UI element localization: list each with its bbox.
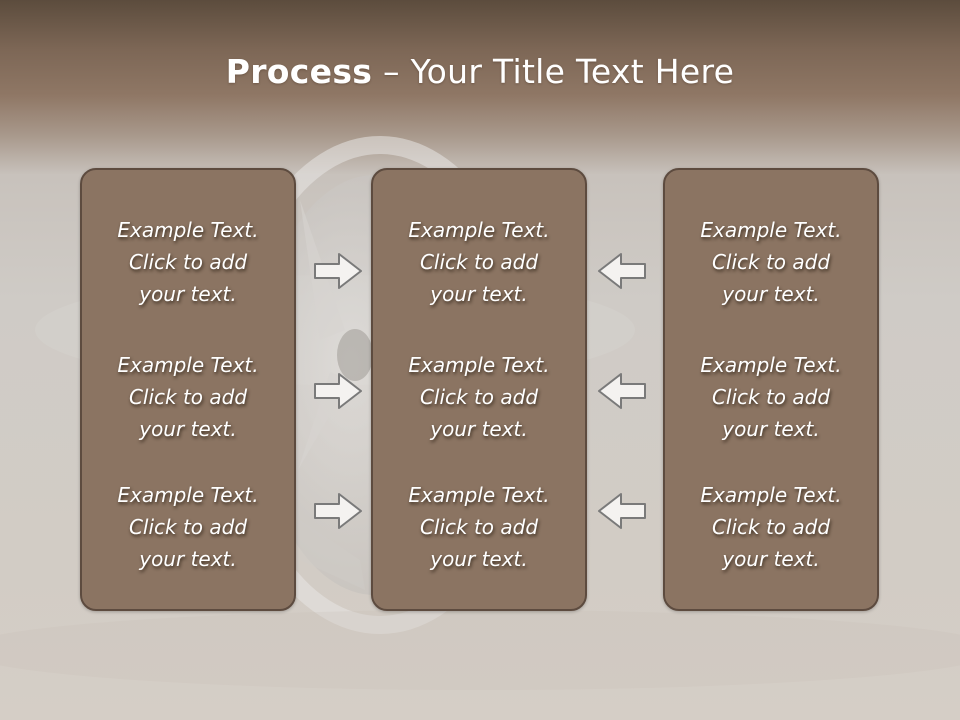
placeholder-line: your text. [430, 547, 528, 571]
text-placeholder[interactable]: Example Text. Click to add your text. [82, 214, 294, 310]
arrow-left-icon [598, 373, 646, 409]
slide-title: Process – Your Title Text Here [0, 52, 960, 91]
title-bold: Process [225, 52, 373, 91]
placeholder-line: Click to add [419, 250, 539, 274]
text-placeholder[interactable]: Example Text. Click to add your text. [373, 479, 585, 575]
text-placeholder[interactable]: Example Text. Click to add your text. [82, 349, 294, 445]
text-placeholder[interactable]: Example Text. Click to add your text. [82, 479, 294, 575]
placeholder-line: Example Text. [700, 483, 842, 507]
arrow-right-icon [314, 253, 362, 289]
process-box-left: Example Text. Click to add your text. Ex… [80, 168, 296, 611]
text-placeholder[interactable]: Example Text. Click to add your text. [373, 349, 585, 445]
placeholder-line: your text. [430, 282, 528, 306]
process-box-right: Example Text. Click to add your text. Ex… [663, 168, 879, 611]
placeholder-line: your text. [722, 547, 820, 571]
placeholder-line: Example Text. [700, 218, 842, 242]
arrow-left-icon [598, 493, 646, 529]
placeholder-line: your text. [722, 417, 820, 441]
placeholder-line: Example Text. [117, 483, 259, 507]
arrow-right-icon [314, 493, 362, 529]
placeholder-line: your text. [430, 417, 528, 441]
placeholder-line: Example Text. [700, 353, 842, 377]
placeholder-line: Example Text. [408, 353, 550, 377]
placeholder-line: Click to add [711, 515, 831, 539]
title-text: – Your Title Text Here [372, 52, 735, 91]
process-box-center: Example Text. Click to add your text. Ex… [371, 168, 587, 611]
placeholder-line: Click to add [128, 250, 248, 274]
arrow-left-icon [598, 253, 646, 289]
text-placeholder[interactable]: Example Text. Click to add your text. [373, 214, 585, 310]
placeholder-line: Example Text. [117, 218, 259, 242]
placeholder-line: Click to add [711, 250, 831, 274]
placeholder-line: Click to add [128, 385, 248, 409]
placeholder-line: Example Text. [408, 218, 550, 242]
placeholder-line: Example Text. [408, 483, 550, 507]
placeholder-line: your text. [139, 417, 237, 441]
placeholder-line: Click to add [419, 385, 539, 409]
text-placeholder[interactable]: Example Text. Click to add your text. [665, 479, 877, 575]
placeholder-line: your text. [139, 282, 237, 306]
placeholder-line: Click to add [419, 515, 539, 539]
text-placeholder[interactable]: Example Text. Click to add your text. [665, 214, 877, 310]
placeholder-line: your text. [139, 547, 237, 571]
placeholder-line: your text. [722, 282, 820, 306]
placeholder-line: Click to add [711, 385, 831, 409]
text-placeholder[interactable]: Example Text. Click to add your text. [665, 349, 877, 445]
placeholder-line: Example Text. [117, 353, 259, 377]
placeholder-line: Click to add [128, 515, 248, 539]
arrow-right-icon [314, 373, 362, 409]
